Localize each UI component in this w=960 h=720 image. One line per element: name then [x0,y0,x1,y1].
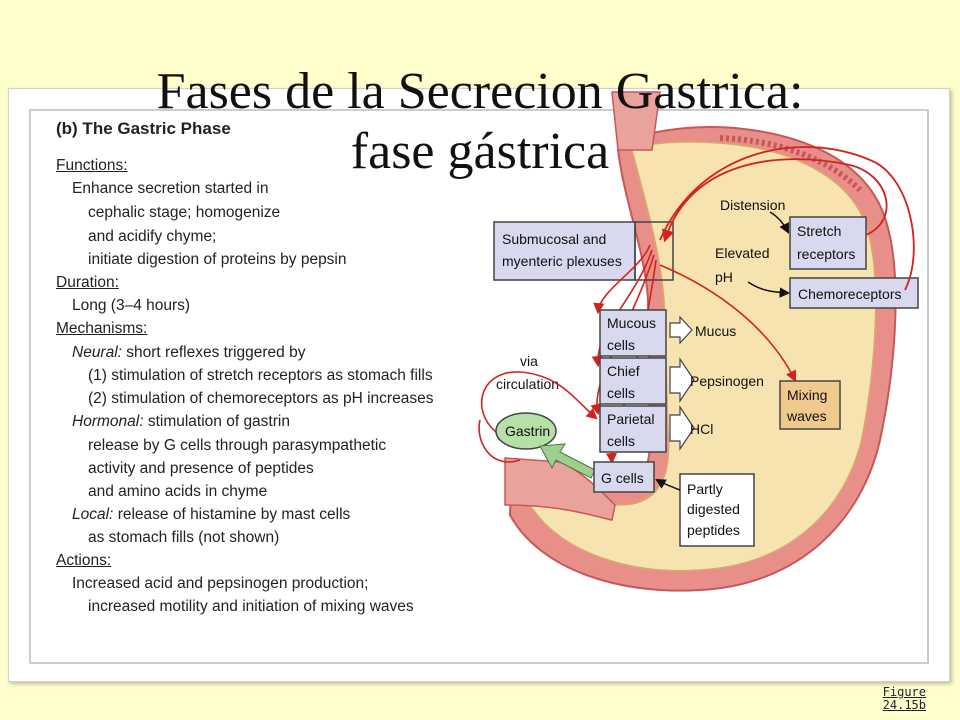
peptides-label: Partly [687,481,723,497]
via-label: via [520,353,538,369]
actions-line: Increased acid and pepsinogen production… [72,575,369,592]
via-label: circulation [496,376,559,392]
mixing-label: Mixing [787,387,827,403]
submucosal-box [493,221,636,281]
chemoreceptors-box [789,277,919,309]
local-line: Local: release of histamine by mast cell… [72,506,351,523]
neural-pathway [659,146,915,291]
figure-border [29,109,929,664]
stretch-receptors-box [789,216,867,270]
outline-arrow [669,315,693,345]
g-cells-label: G cells [601,470,644,486]
distension-label: Distension [720,197,785,213]
hormonal-line: activity and presence of peptides [88,460,314,477]
peptides-box [679,473,755,547]
hormonal-line: Hormonal: stimulation of gastrin [72,413,290,430]
functions-label: Functions: [56,157,128,174]
submucosal-label: Submucosal and [502,231,606,247]
esophagus [611,91,661,151]
neural-item: (2) stimulation of chemoreceptors as pH … [88,390,434,407]
elevated-ph-label: Elevated [715,245,769,261]
mucous-label: cells [607,337,635,353]
peptides-label: digested [687,501,740,517]
functions-line: cephalic stage; homogenize [88,204,281,221]
stretch-label: receptors [797,246,855,262]
duration-label: Duration: [56,274,119,291]
figure-link[interactable]: Figure 24.15b [856,686,926,712]
duodenum [504,457,616,521]
outline-arrow [669,357,695,403]
submucosal-label: myenteric plexuses [502,253,622,269]
parietal-label: Parietal [607,411,654,427]
mucous-cells-box [599,309,667,357]
mixing-waves-box [779,380,841,430]
gastrin-release-arrow [539,443,596,479]
outline-arrow [669,405,695,451]
neural-item: (1) stimulation of stretch receptors as … [88,367,433,384]
distension-arrow [769,211,789,234]
mucus-label: Mucus [695,323,736,339]
mechanisms-label: Mechanisms: [56,320,148,337]
hormonal-line: and amino acids in chyme [88,483,268,500]
mixing-label: waves [786,408,827,424]
plexus-bracket [634,221,674,281]
chief-cells-box [599,357,667,405]
functions-line: and acidify chyme; [88,228,217,245]
peptides-label: peptides [687,522,740,538]
circulation-arrow [478,419,521,463]
circulation-arrow [480,371,598,433]
neural-pathway [659,264,797,383]
functions-line: initiate digestion of proteins by pepsin [88,251,347,268]
pepsinogen-label: Pepsinogen [690,373,764,389]
ph-arrow [747,281,791,298]
peptides-arrow [655,478,681,491]
page-title: Fases de la Secrecion Gastrica: fase gás… [0,62,960,182]
neural-pathway [593,244,651,315]
actions-line: increased motility and initiation of mix… [88,598,414,615]
neural-pathway [662,158,888,243]
neural-line: Neural: short reflexes triggered by [72,344,306,361]
local-line: as stomach fills (not shown) [88,529,280,546]
stretch-label: Stretch [797,223,841,239]
panel-heading: (b) The Gastric Phase [56,119,231,138]
chief-label: cells [607,385,635,401]
gastrin-ellipse [495,412,557,450]
title-line: fase gástrica [350,123,610,180]
chief-label: Chief [607,363,640,379]
figure-link-line[interactable]: Figure [882,685,926,699]
hormonal-line: release by G cells through parasympathet… [88,437,387,454]
parietal-label: cells [607,433,635,449]
g-cells-box [593,461,655,493]
elevated-ph-label: pH [715,269,733,285]
hcl-label: HCl [690,421,713,437]
gastrin-label: Gastrin [505,423,550,439]
functions-line: Enhance secretion started in [72,180,269,197]
actions-label: Actions: [56,552,112,569]
mucous-label: Mucous [607,315,656,331]
chemoreceptors-label: Chemoreceptors [798,286,902,302]
title-line: Fases de la Secrecion Gastrica: [156,63,804,120]
muscle-layer [719,135,863,193]
duration-text: Long (3–4 hours) [72,297,191,314]
figure-link-line[interactable]: 24.15b [882,698,926,712]
parietal-cells-box [599,405,667,453]
